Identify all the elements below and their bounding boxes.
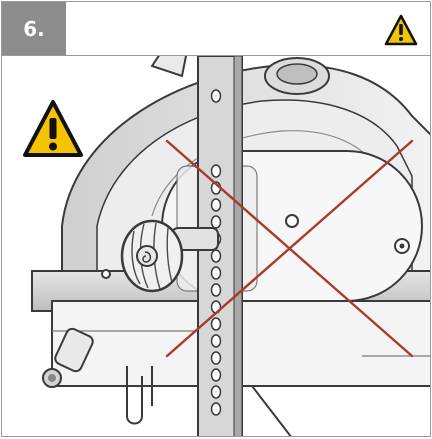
top-knob-left [150,56,188,78]
housing-dot [101,269,111,279]
perforated-post [197,56,243,436]
warning-triangle-icon [23,100,83,157]
top-knob-right [264,57,330,95]
side-fitting [42,327,94,388]
step-header: 6. [2,2,430,56]
warning-triangle-icon [384,14,418,46]
prohibited-cross-icon [165,139,414,358]
device-illustration [31,56,430,436]
step-number-badge: 6. [2,2,66,55]
clamp-knob [120,219,219,293]
step-number-label: 6. [23,16,45,41]
